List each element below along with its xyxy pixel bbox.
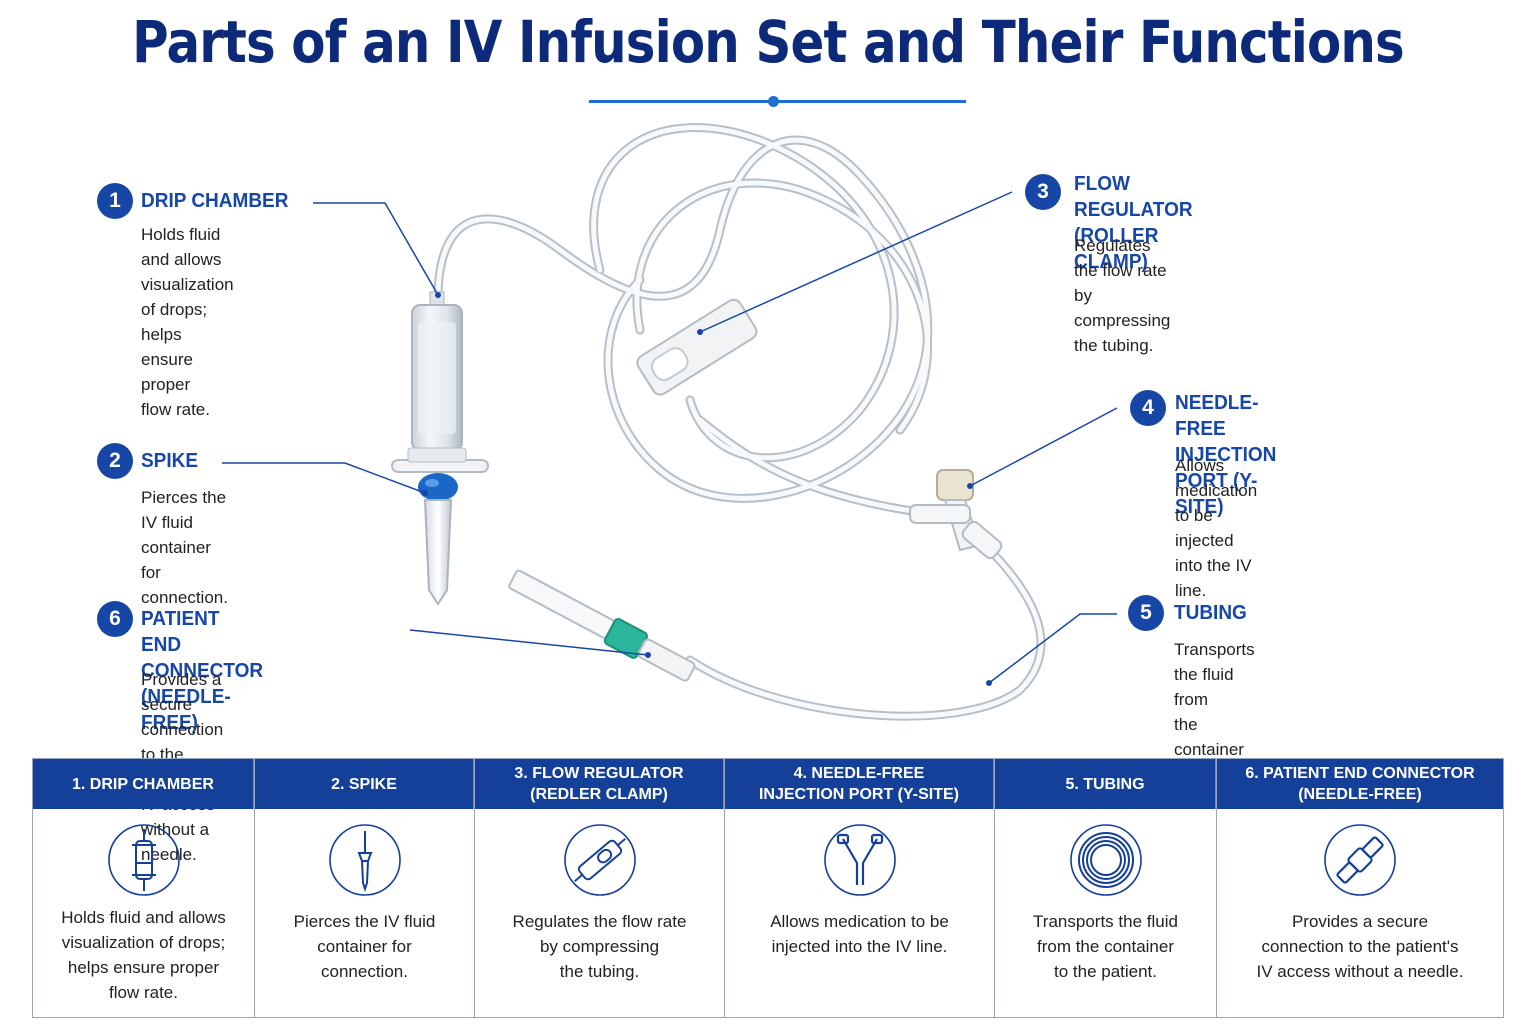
table-column: 1. DRIP CHAMBER Holds fluid and allows v… <box>33 759 255 1017</box>
callout-title: FLOW REGULATOR (ROLLER CLAMP) <box>1074 173 1193 273</box>
table-column: 2. SPIKE Pierces the IV fluid container … <box>255 759 475 1017</box>
spike-cap <box>418 473 458 501</box>
y-site-icon <box>823 824 896 896</box>
callout-title: PATIENT END CONNECTOR (NEEDLE-FREE) <box>141 608 264 734</box>
callout-number: 4 <box>1130 390 1166 426</box>
connector-icon <box>1324 824 1396 896</box>
callout-title: NEEDLE-FREE INJECTION PORT (Y-SITE) <box>1175 392 1277 518</box>
page-title: Parts of an IV Infusion Set and Their Fu… <box>132 8 1405 76</box>
callout-description: Regulates the flow rate by compressing t… <box>1074 236 1171 355</box>
patient-end-connector <box>508 569 696 682</box>
spike <box>423 499 453 606</box>
table-column: 6. PATIENT END CONNECTOR (NEEDLE-FREE) P… <box>1217 759 1503 1017</box>
spike-icon <box>328 824 401 896</box>
table-header: 4. NEEDLE-FREE INJECTION PORT (Y-SITE) <box>725 759 994 809</box>
callout-number: 2 <box>97 443 133 479</box>
table-header: 3. FLOW REGULATOR (REDLER CLAMP) <box>475 759 724 809</box>
table-header: 6. PATIENT END CONNECTOR (NEEDLE-FREE) <box>1217 759 1503 809</box>
callout-number: 3 <box>1025 174 1061 210</box>
drip-chamber-icon <box>107 824 180 896</box>
iv-set-illustration <box>222 123 1118 721</box>
callout-title: TUBING <box>1174 602 1247 624</box>
tubing-loops <box>433 123 1046 721</box>
drip-chamber <box>391 291 489 473</box>
title-underline-dot <box>768 96 779 107</box>
leader-lines <box>222 191 1118 684</box>
callout-number: 5 <box>1128 595 1164 631</box>
table-description: Pierces the IV fluid container for conne… <box>293 912 436 981</box>
table-column: 4. NEEDLE-FREE INJECTION PORT (Y-SITE) A… <box>725 759 995 1017</box>
callout-description: Pierces the IV fluid container for conne… <box>141 488 228 607</box>
callout-description: Allows medication to be injected into th… <box>1175 456 1258 600</box>
table-description: Provides a secure connection to the pati… <box>1256 912 1464 981</box>
table-description: Transports the fluid from the container … <box>1033 912 1178 981</box>
callout-title: SPIKE <box>141 450 199 472</box>
callout-description: Provides a secure connection to the pati… <box>141 670 224 864</box>
table-column: 3. FLOW REGULATOR (REDLER CLAMP) Regulat… <box>475 759 725 1017</box>
table-header: 1. DRIP CHAMBER <box>33 759 254 809</box>
roller-clamp-icon <box>563 824 636 896</box>
leader-dots <box>422 292 992 686</box>
callout-number: 6 <box>97 601 133 637</box>
y-site-port <box>909 469 1003 560</box>
summary-table: 1. DRIP CHAMBER Holds fluid and allows v… <box>32 758 1504 1018</box>
tubing-coil-icon <box>1069 824 1142 896</box>
roller-clamp <box>636 298 758 396</box>
table-description: Regulates the flow rate by compressing t… <box>512 912 687 981</box>
callout-number: 1 <box>97 183 133 219</box>
table-description: Holds fluid and allows visualization of … <box>61 908 226 1002</box>
table-description: Allows medication to be injected into th… <box>770 912 949 956</box>
table-header: 5. TUBING <box>995 759 1216 809</box>
table-column: 5. TUBING Transports the fluid from the … <box>995 759 1217 1017</box>
callout-title: DRIP CHAMBER <box>141 190 289 212</box>
callout-description: Holds fluid and allows visualization of … <box>141 225 234 419</box>
table-header: 2. SPIKE <box>255 759 474 809</box>
